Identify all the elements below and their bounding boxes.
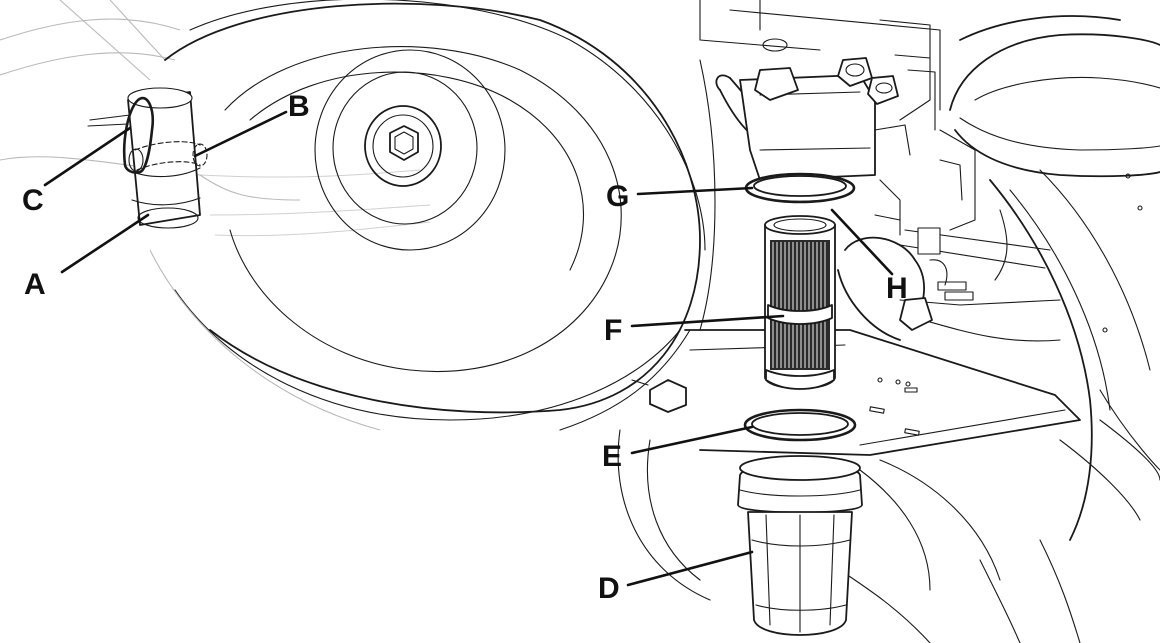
callout-d: D [598,572,620,605]
callout-e: E [602,440,622,473]
callout-a: A [24,268,46,301]
leader-h [830,208,894,276]
callout-f: F [604,314,622,347]
o-ring-lower [743,408,857,442]
leader-e [630,425,754,455]
callout-g: G [606,180,629,213]
leader-d [626,550,754,587]
callout-h: H [886,272,908,305]
filter-housing-assembly [559,0,1160,643]
callout-labels: A B C D E F G H [22,90,908,605]
leader-g [636,186,754,196]
leader-b [193,110,288,158]
callout-leaders [43,110,894,587]
filter-bowl [737,455,863,636]
leader-a [60,213,150,274]
wheel-hub-assembly [0,0,706,431]
leader-c [43,126,132,187]
o-ring-upper [744,172,856,204]
callout-b: B [288,90,310,123]
leader-f [630,314,785,328]
filter-element [764,215,836,390]
callout-c: C [22,184,44,217]
